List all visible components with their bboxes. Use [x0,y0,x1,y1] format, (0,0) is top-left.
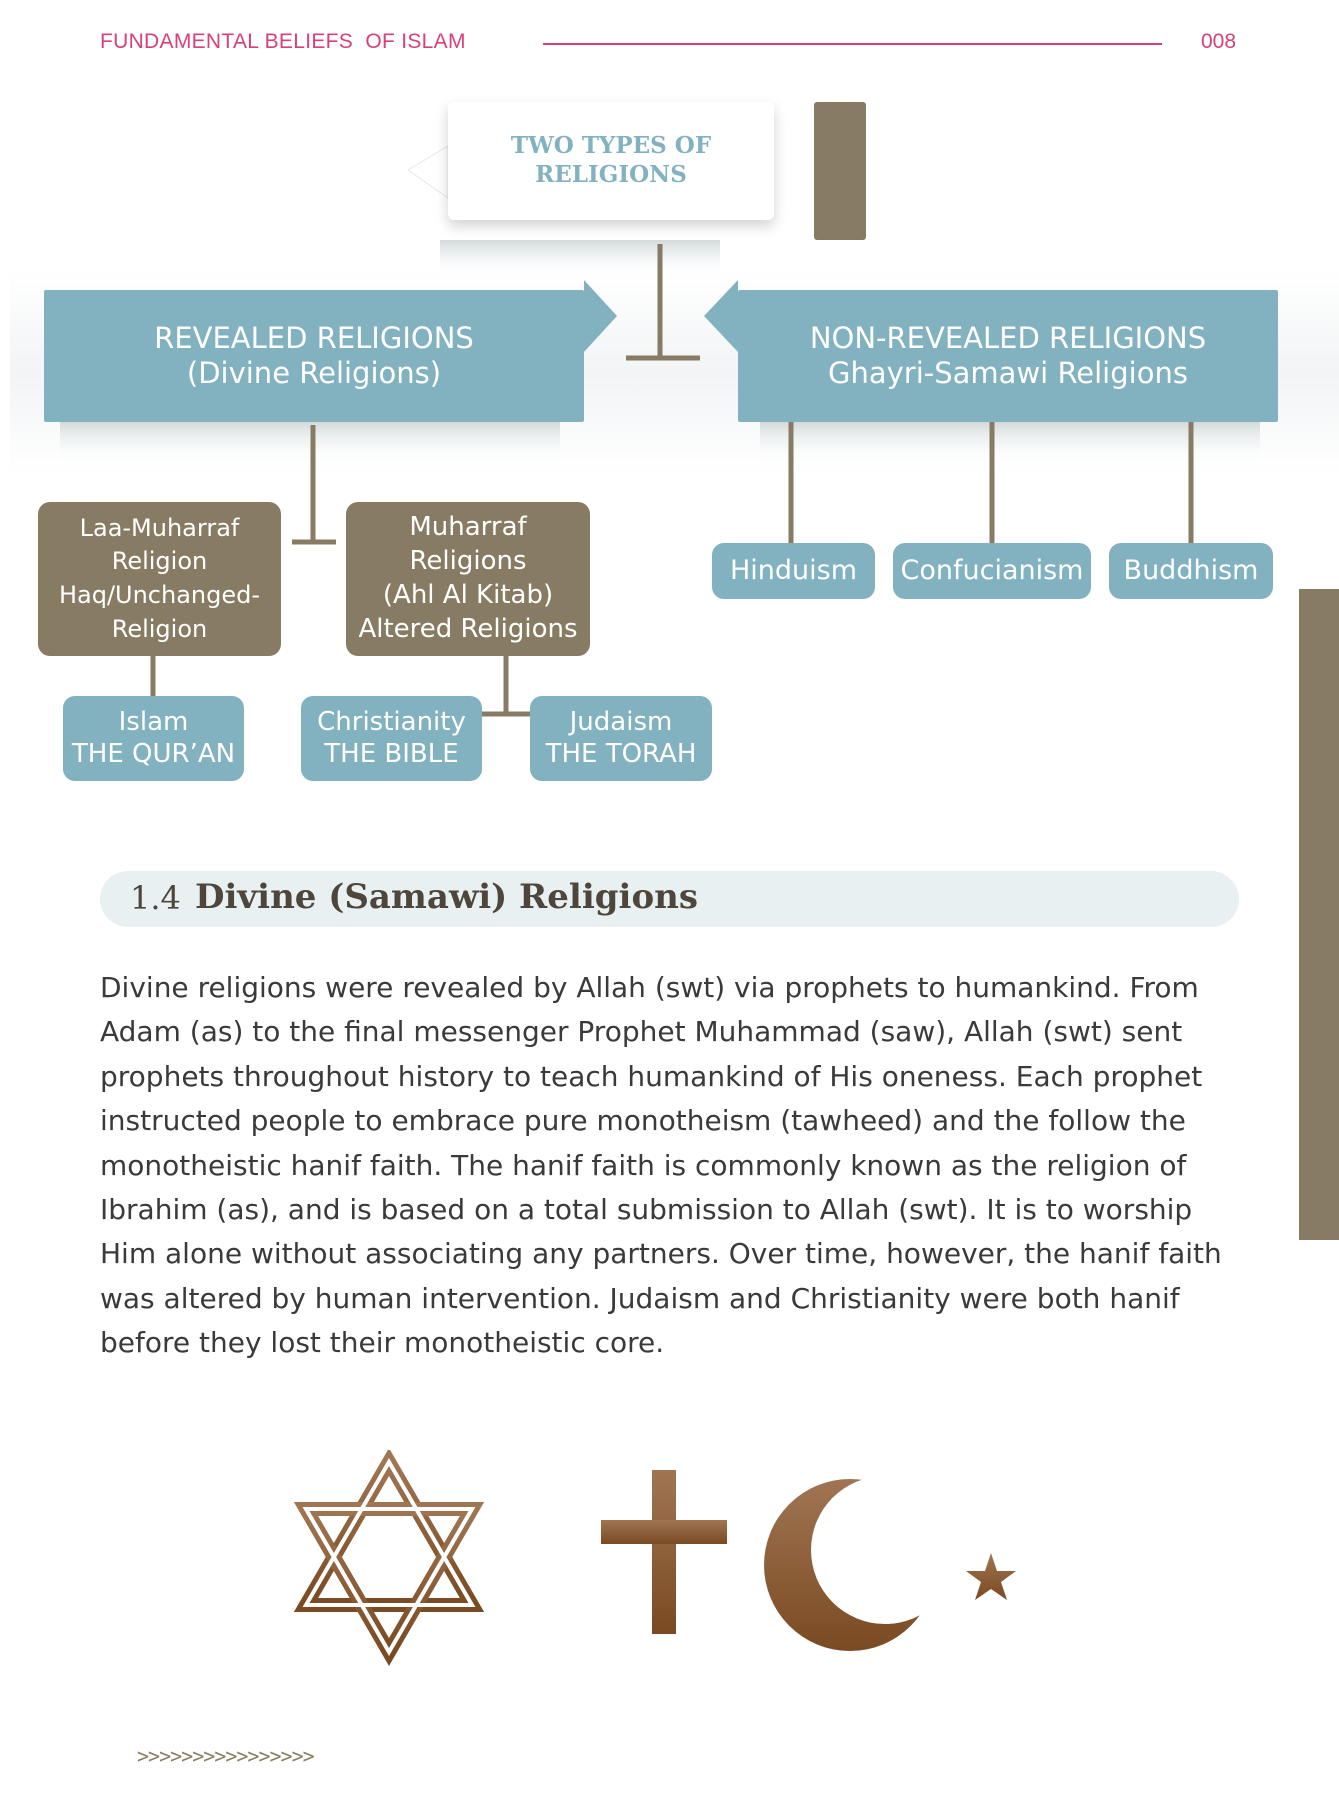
christianity-line-2: THE BIBLE [324,738,459,769]
root-line-1: TWO TYPES OF [510,132,712,160]
christianity-line-1: Christianity [317,706,466,737]
islam-line-2: THE QUR’AN [71,738,236,769]
revealed-religions-box: REVEALED RELIGIONS (Divine Religions) [44,290,584,422]
header-rule [543,43,1162,45]
section-number: 1.4 [130,879,181,917]
page-number: 008 [1201,30,1237,53]
revealed-line-2: (Divine Religions) [186,356,442,390]
running-header-title: FUNDAMENTAL BELIEFS OF ISLAM [100,30,466,53]
root-pointer [407,145,449,199]
root-shadow [440,240,720,280]
side-accent-bar [1299,589,1339,1240]
muharraf-line-3: (Ahl Al Kitab) [382,580,554,610]
star-of-david-icon [293,1450,485,1666]
connector-lines [150,244,1194,717]
non-revealed-religions-box: NON-REVEALED RELIGIONS Ghayri-Samawi Rel… [738,290,1278,422]
laa-muharraf-line-4: Religion [111,614,208,643]
non-revealed-line-2: Ghayri-Samawi Religions [828,356,1188,390]
laa-muharraf-line-3: Haq/Unchanged- [58,581,261,609]
laa-muharraf-line-1: Laa-Muharraf [79,513,240,542]
cross-icon [601,1470,727,1634]
section-title: Divine (Samawi) Religions [195,877,698,917]
revealed-shadow [60,422,560,462]
revealed-arrow [584,280,617,352]
buddhism-pill: Buddhism [1109,543,1273,599]
hinduism-pill: Hinduism [712,543,875,599]
root-line-2: RELIGIONS [535,161,687,188]
christianity-box: Christianity THE BIBLE [301,696,482,781]
laa-muharraf-box: Laa-Muharraf Religion Haq/Unchanged- Rel… [38,502,281,656]
section-body-paragraph: Divine religions were revealed by Allah … [100,971,1222,1360]
root-box: TWO TYPES OF RELIGIONS [448,102,774,220]
religion-types-diagram: TWO TYPES OF RELIGIONS REVEALED RELIGION… [0,80,1339,800]
religious-symbols [280,1450,1040,1670]
nonrevealed-arrow [704,280,738,352]
root-accent-tab [814,102,866,240]
revealed-line-1: REVEALED RELIGIONS [154,320,474,355]
section-heading-bar [100,871,1239,927]
confucianism-pill: Confucianism [893,543,1091,599]
muharraf-line-4: Altered Religions [358,613,578,644]
footer-arrows: >>>>>>>>>>>>>>>> [137,1744,315,1768]
judaism-line-1: Judaism [569,706,673,737]
muharraf-line-1: Muharraf [409,512,527,543]
judaism-box: Judaism THE TORAH [530,696,712,781]
muharraf-line-2: Religions [409,546,527,577]
judaism-line-2: THE TORAH [545,738,697,769]
laa-muharraf-line-2: Religion [111,547,208,576]
nonrevealed-shadow [760,422,1260,462]
non-revealed-line-1: NON-REVEALED RELIGIONS [809,320,1207,355]
islam-line-1: Islam [118,706,189,737]
crescent-star-icon [764,1476,1016,1651]
islam-box: Islam THE QUR’AN [63,696,244,781]
muharraf-box: Muharraf Religions (Ahl Al Kitab) Altere… [346,502,590,656]
